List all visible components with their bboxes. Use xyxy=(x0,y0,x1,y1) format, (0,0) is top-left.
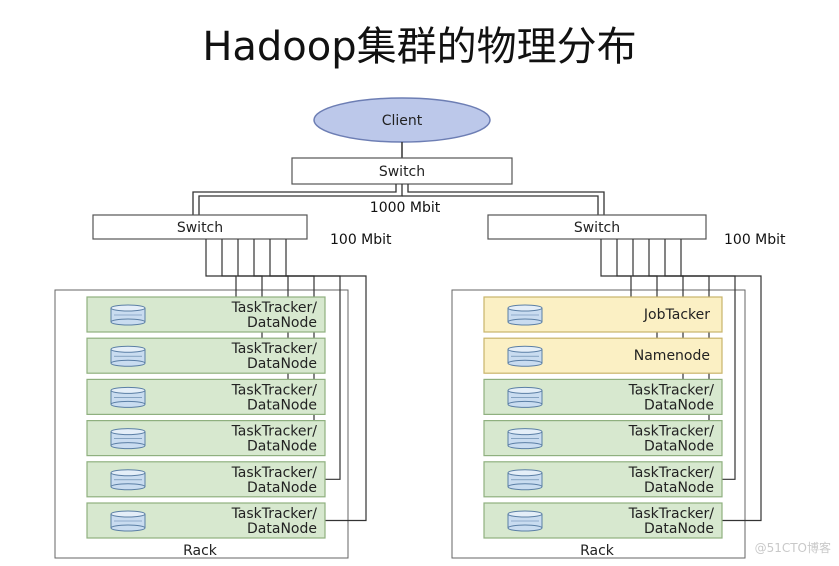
slide-title: Hadoop集群的物理分布 xyxy=(202,24,637,70)
disk-icon xyxy=(110,510,146,532)
disk-icon xyxy=(507,428,543,450)
disk-icon xyxy=(110,345,146,367)
watermark: @51CTO博客 xyxy=(754,541,831,555)
disk-icon xyxy=(507,304,543,326)
node-label-line2: DataNode xyxy=(247,480,317,496)
node-label-line2: DataNode xyxy=(247,315,317,331)
disk-icon xyxy=(507,386,543,408)
right-rack-switch-label: Switch xyxy=(574,220,620,236)
left-rack-node: TaskTracker/DataNode xyxy=(86,461,326,498)
left-rack-label: Rack xyxy=(183,543,218,559)
client-label: Client xyxy=(382,113,423,129)
node-label: JobTacker xyxy=(643,307,710,323)
left-rack-node: TaskTracker/DataNode xyxy=(86,337,326,374)
node-label-line1: TaskTracker/ xyxy=(231,424,318,440)
node-box xyxy=(483,337,723,374)
right-rack-node: TaskTracker/DataNode xyxy=(483,378,723,415)
node-cable xyxy=(285,239,367,522)
left-rack-node: TaskTracker/DataNode xyxy=(86,420,326,457)
right-rack-node: TaskTracker/DataNode xyxy=(483,420,723,457)
node-label-line1: TaskTracker/ xyxy=(628,506,715,522)
node-cable xyxy=(680,239,762,522)
node-label-line1: TaskTracker/ xyxy=(628,424,715,440)
disk-icon xyxy=(507,469,543,491)
right-rack-cables xyxy=(600,239,762,522)
disk-icon xyxy=(110,386,146,408)
right-rack-node: Namenode xyxy=(483,337,723,374)
right-rack-switch xyxy=(487,214,707,240)
disk-icon xyxy=(110,304,146,326)
disk-icon xyxy=(110,469,146,491)
right-rack-node: TaskTracker/DataNode xyxy=(483,502,723,539)
node-label-line1: TaskTracker/ xyxy=(231,300,318,316)
core-switch-label: Switch xyxy=(379,164,425,180)
left-rack-node: TaskTracker/DataNode xyxy=(86,502,326,539)
node-label-line1: TaskTracker/ xyxy=(231,506,318,522)
node-label-line2: DataNode xyxy=(644,439,714,455)
node-label-line1: TaskTracker/ xyxy=(231,382,318,398)
left-rack-node: TaskTracker/DataNode xyxy=(86,296,326,333)
right-rack-link-speed: 100 Mbit xyxy=(724,232,786,248)
node-label-line2: DataNode xyxy=(247,439,317,455)
node-label-line2: DataNode xyxy=(247,356,317,372)
right-rack-label: Rack xyxy=(580,543,615,559)
node-label-line2: DataNode xyxy=(644,397,714,413)
node-label-line2: DataNode xyxy=(247,521,317,537)
node-label-line1: TaskTracker/ xyxy=(231,341,318,357)
left-rack-switch-label: Switch xyxy=(177,220,223,236)
right-rack-node: TaskTracker/DataNode xyxy=(483,461,723,498)
right-rack-nodes: JobTackerNamenodeTaskTracker/DataNodeTas… xyxy=(483,296,723,539)
node-label-line2: DataNode xyxy=(644,480,714,496)
left-rack-link-speed: 100 Mbit xyxy=(330,232,392,248)
disk-icon xyxy=(507,510,543,532)
left-rack-node: TaskTracker/DataNode xyxy=(86,378,326,415)
left-rack-switch xyxy=(92,214,308,240)
right-rack-node: JobTacker xyxy=(483,296,723,333)
uplink-speed-label: 1000 Mbit xyxy=(370,200,441,216)
node-label: Namenode xyxy=(634,348,710,364)
node-label-line2: DataNode xyxy=(644,521,714,537)
node-label-line1: TaskTracker/ xyxy=(628,465,715,481)
node-label-line1: TaskTracker/ xyxy=(628,382,715,398)
uplink-lines xyxy=(192,184,605,215)
node-label-line1: TaskTracker/ xyxy=(231,465,318,481)
node-label-line2: DataNode xyxy=(247,397,317,413)
disk-icon xyxy=(110,428,146,450)
left-rack-nodes: TaskTracker/DataNodeTaskTracker/DataNode… xyxy=(86,296,326,539)
disk-icon xyxy=(507,345,543,367)
